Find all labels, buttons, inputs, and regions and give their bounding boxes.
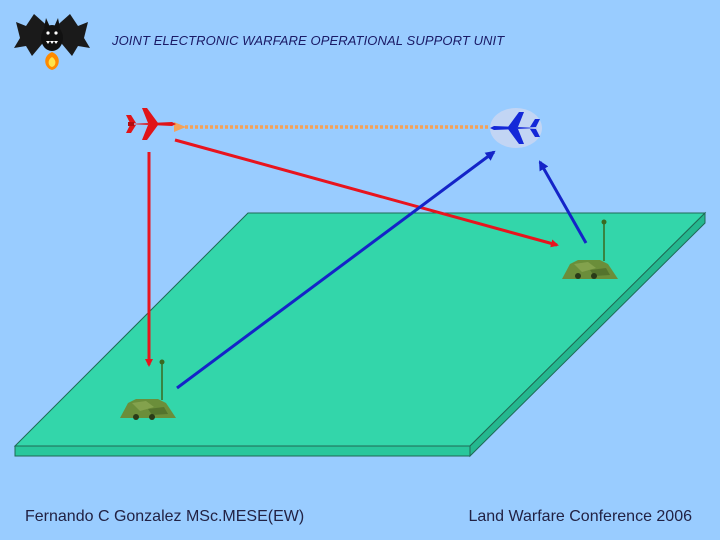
- page-title: JOINT ELECTRONIC WARFARE OPERATIONAL SUP…: [112, 33, 505, 48]
- red-aircraft-fighter-jet-icon: [126, 108, 176, 140]
- ground-plane: [13, 211, 707, 458]
- blue-aircraft-fighter-jet-icon: [490, 108, 542, 148]
- ground-unit-right-vehicle-antenna-icon: [562, 219, 618, 279]
- ground-unit-left-vehicle-antenna-icon: [120, 359, 176, 420]
- blue-link-right-unit-to-blue-aircraft: [538, 160, 588, 244]
- blue-link-left-unit-to-blue-aircraft: [176, 150, 496, 390]
- red-link-to-right-unit: [174, 138, 559, 248]
- conference-name: Land Warfare Conference 2006: [468, 508, 692, 525]
- author-credit: Fernando C Gonzalez MSc.MESE(EW): [25, 508, 305, 525]
- bat-emblem-icon: [14, 14, 90, 70]
